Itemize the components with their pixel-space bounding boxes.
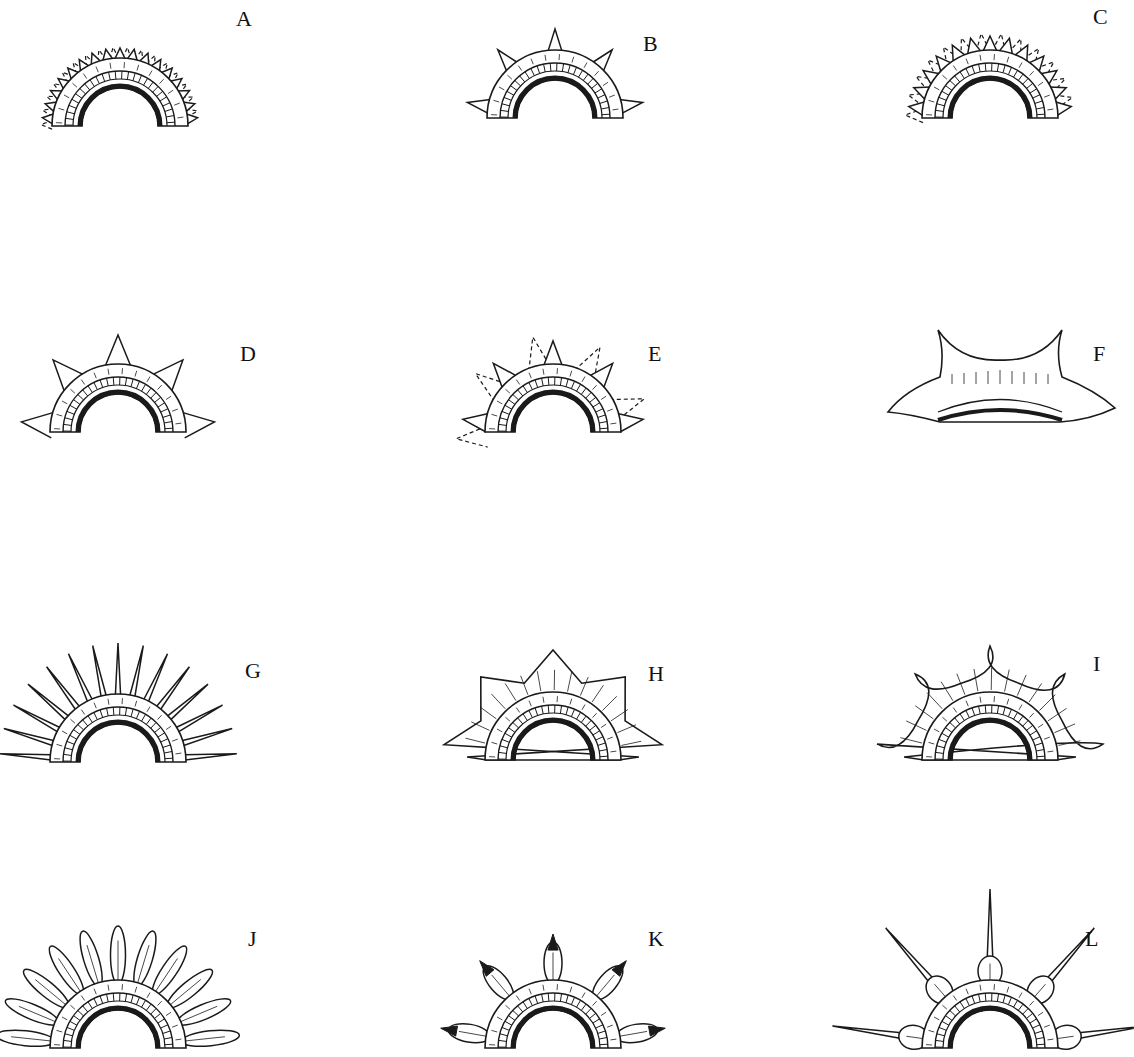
crown-figure	[22, 335, 215, 438]
crown-figure	[456, 337, 644, 447]
figure-letter: D	[240, 343, 256, 365]
crown-figure	[905, 34, 1072, 123]
figure-letter: L	[1085, 928, 1098, 950]
crown-figure	[441, 934, 666, 1048]
figure-letter: B	[643, 33, 658, 55]
figure-letter: J	[248, 928, 257, 950]
crown-figure	[888, 330, 1115, 422]
figure-letter: A	[236, 8, 252, 30]
figure-letter: K	[648, 928, 664, 950]
crown-figure	[0, 926, 240, 1049]
crown-figure	[444, 650, 662, 760]
crown-figure	[0, 643, 237, 762]
crown-figure	[467, 29, 642, 118]
figure-letter: E	[648, 343, 661, 365]
crown-figure	[41, 47, 198, 129]
figure-letter: F	[1093, 343, 1105, 365]
crown-figure	[833, 889, 1134, 1051]
figure-letter: H	[648, 663, 664, 685]
figure-letter: C	[1093, 6, 1108, 28]
crown-figure	[877, 646, 1103, 760]
figure-letter: I	[1093, 653, 1100, 675]
figure-letter: G	[245, 660, 261, 682]
